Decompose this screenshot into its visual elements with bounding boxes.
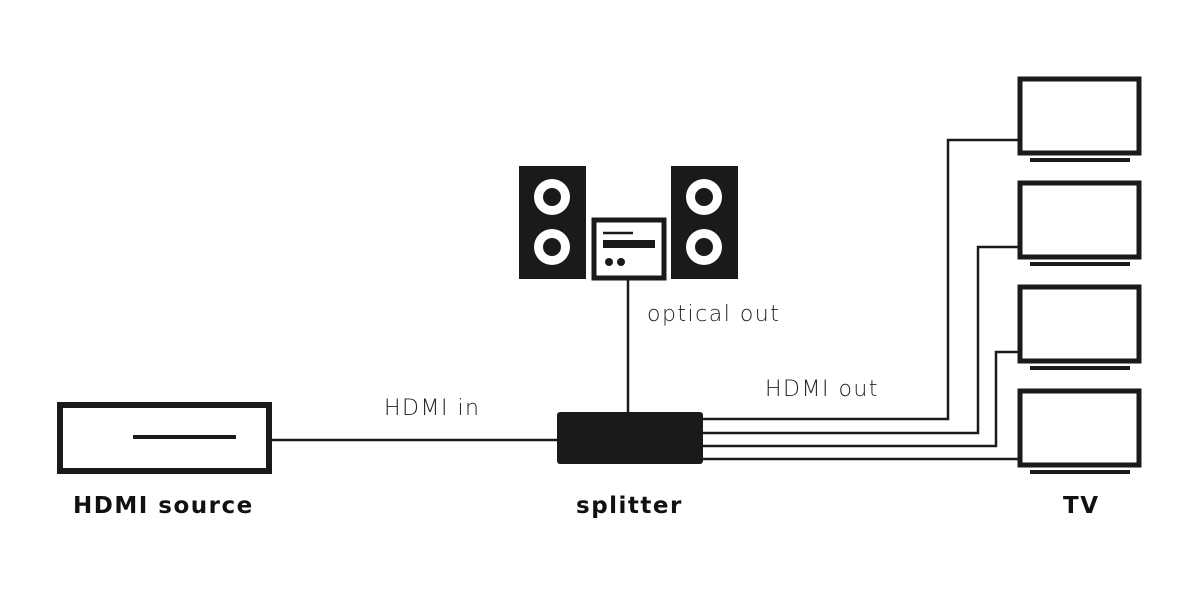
splitter-label: splitter [576,493,683,519]
hdmi-out-cable-1 [703,138,1018,421]
amplifier-icon [591,217,667,281]
hdmi-out-cable-2 [703,245,1018,435]
splitter-icon [557,412,703,464]
tv-label: TV [1063,493,1100,519]
hdmi-source-label: HDMI source [73,493,254,519]
tv-icon [1017,76,1142,162]
tv-icon [1017,284,1142,370]
speaker-icon [519,166,586,279]
hdmi-in-label: HDMI in [384,396,481,421]
tv-icon [1017,388,1142,474]
hdmi-out-label: HDMI out [765,377,879,402]
hdmi-source-icon [57,402,272,474]
hdmi-out-cable-3 [703,350,1018,448]
connection-lines [272,138,1018,461]
tv-icon [1017,180,1142,266]
speaker-icon [671,166,738,279]
optical-out-label: optical out [647,302,781,327]
stereo-system-icon [519,166,738,281]
